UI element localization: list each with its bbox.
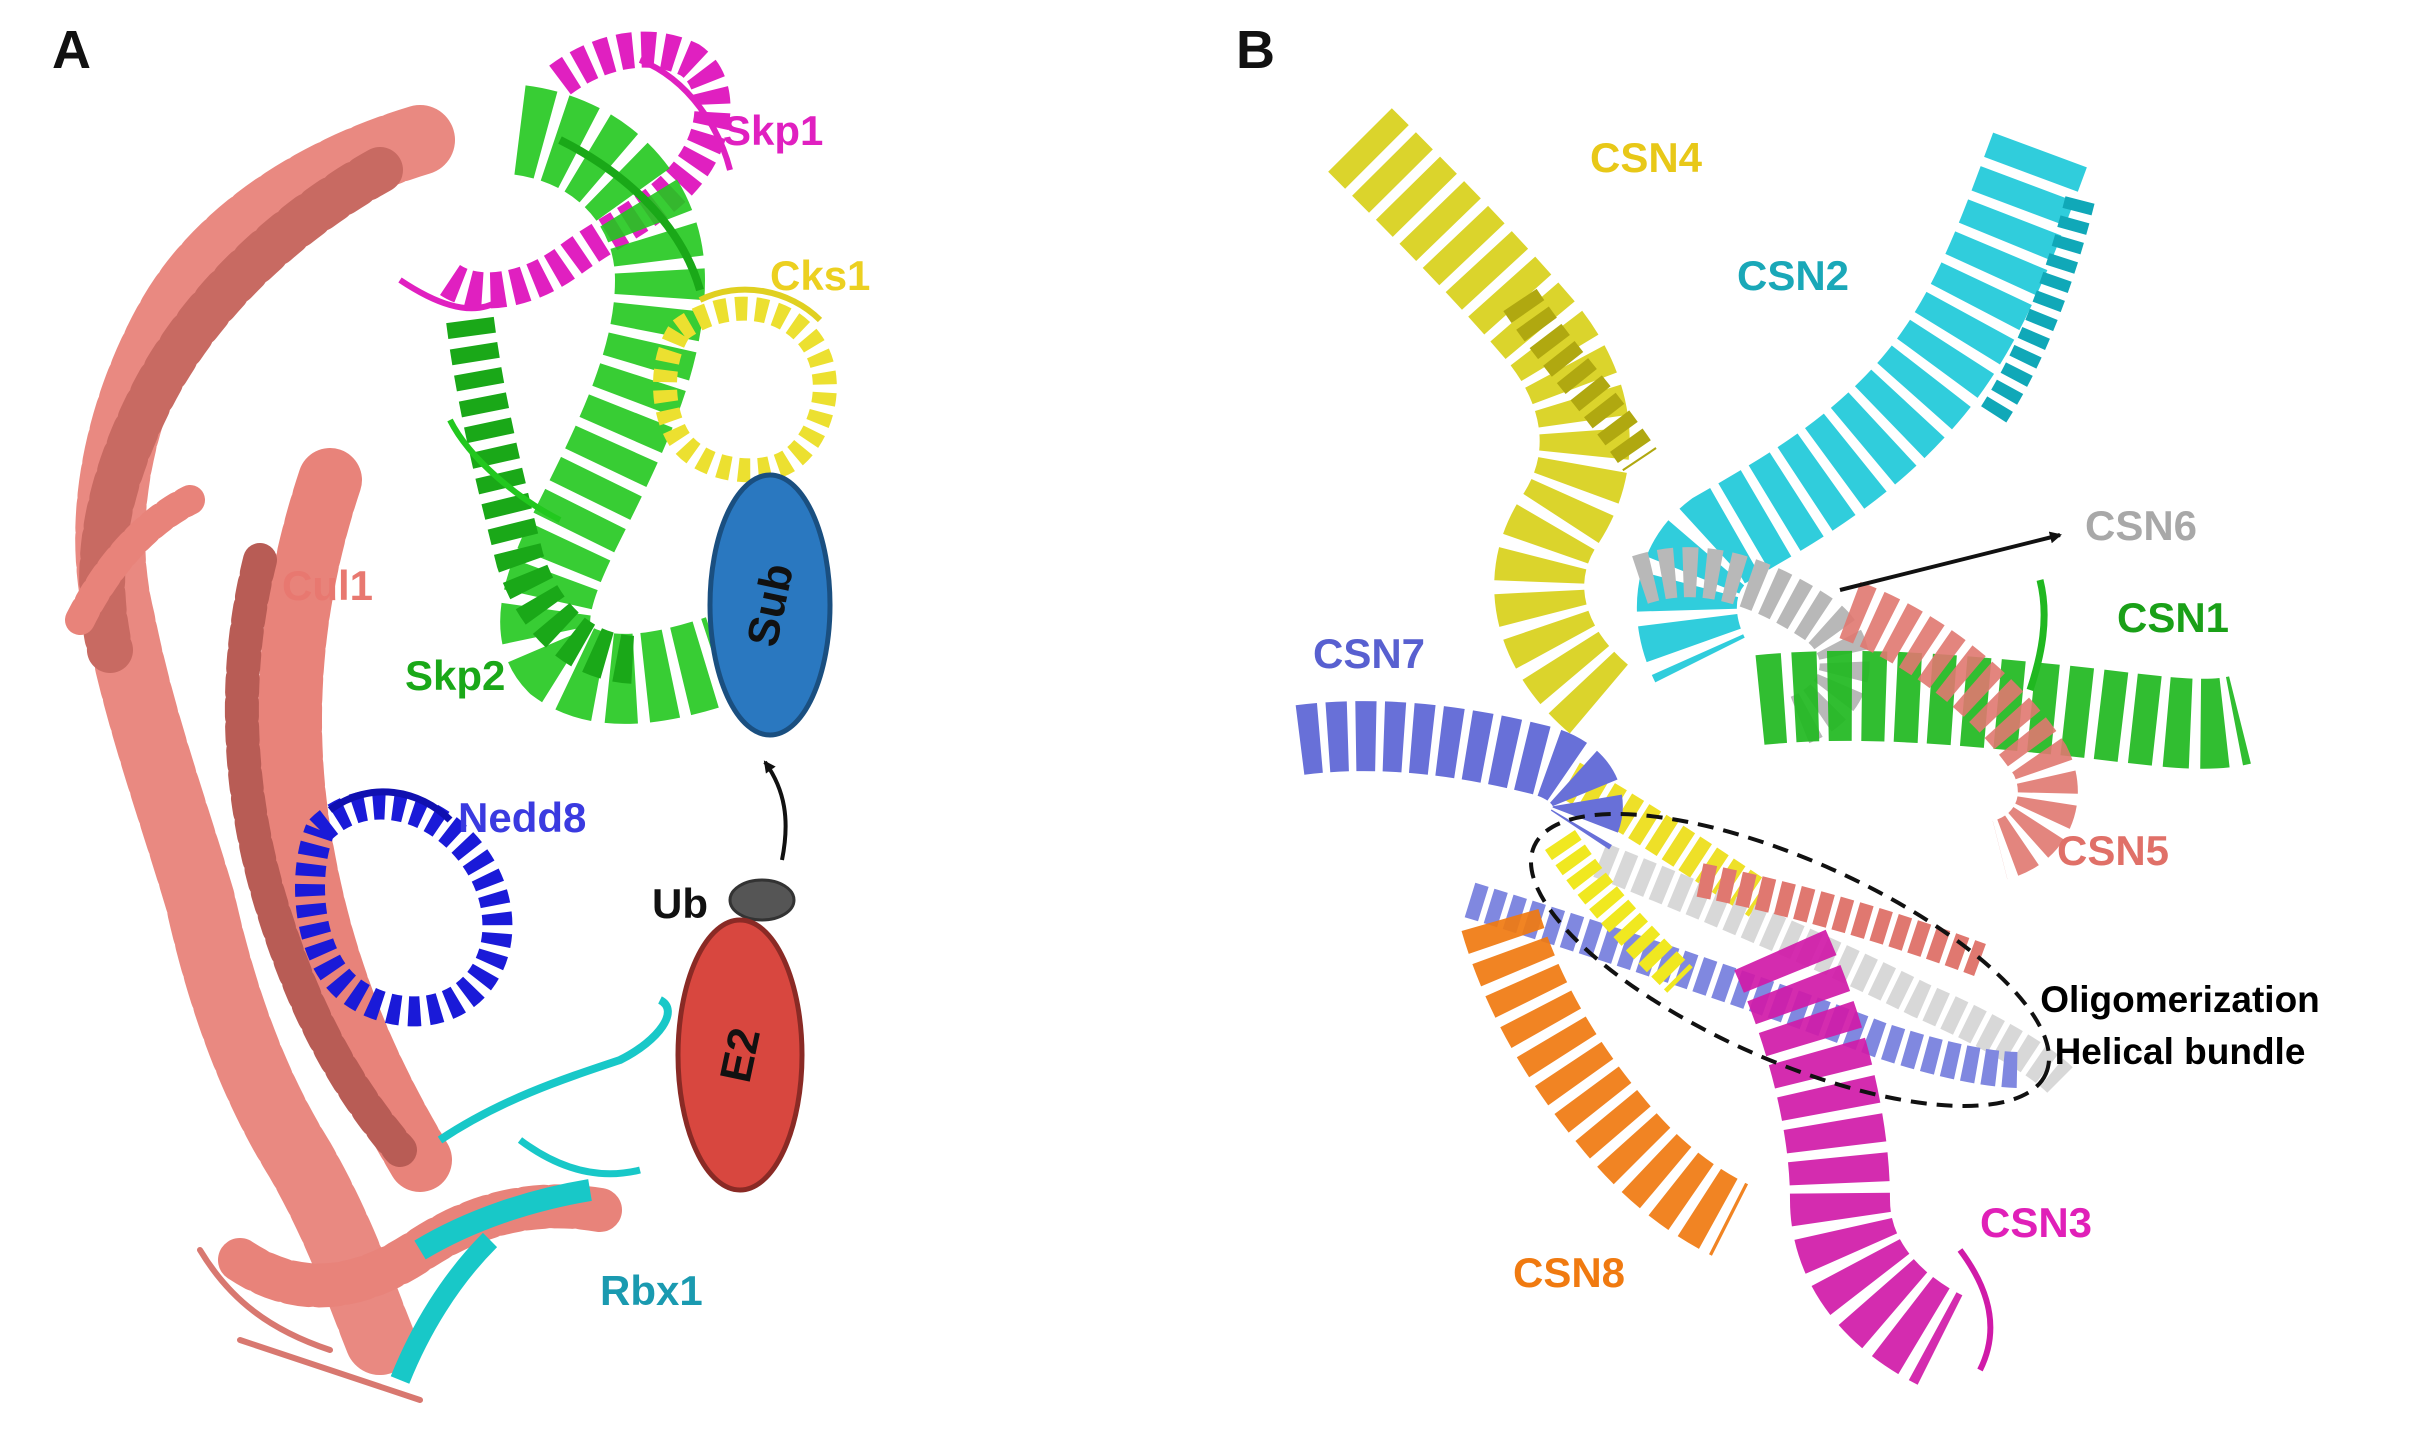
e2-ellipse: E2 [675, 917, 805, 1193]
sub-ellipse: Sub [707, 472, 833, 738]
csn4-label: CSN4 [1590, 134, 1703, 181]
panel-a-letter: A [52, 20, 91, 80]
csn4-bundle-helix [1545, 830, 1693, 993]
csn7-label: CSN7 [1313, 630, 1425, 677]
rbx1-structure [390, 996, 672, 1384]
csn3-structure [1734, 929, 1994, 1385]
csn2-label: CSN2 [1737, 252, 1849, 299]
ub-ellipse [728, 878, 796, 922]
cul1-label: Cul1 [282, 562, 373, 609]
cks1-structure [653, 286, 837, 483]
panel-a: A [52, 20, 870, 1403]
csn8-label: CSN8 [1513, 1249, 1625, 1296]
rbx1-label: Rbx1 [600, 1267, 703, 1314]
cul1-structure [65, 105, 622, 1403]
skp2-structure [446, 85, 735, 724]
cks1-label: Cks1 [770, 252, 870, 299]
csn2-structure [1636, 132, 2095, 683]
skp1-structure [398, 31, 733, 312]
nedd8-label: Nedd8 [458, 794, 586, 841]
oligomerization-ellipse [1528, 812, 2052, 1108]
e2-label: E2 [711, 1024, 770, 1087]
oligomerization-label-line2: Helical bundle [2055, 1031, 2306, 1072]
ub-transfer-arrow [763, 760, 788, 861]
nedd8-structure [295, 788, 513, 1027]
csn6-arrow [1839, 531, 2062, 592]
ub-label: Ub [652, 880, 708, 927]
csn6-label: CSN6 [2085, 502, 2197, 549]
csn5-structure [1696, 581, 2078, 976]
csn5-label: CSN5 [2057, 827, 2169, 874]
skp2-label: Skp2 [405, 652, 505, 699]
panel-b-letter: B [1236, 20, 1275, 80]
csn3-label: CSN3 [1980, 1199, 2092, 1246]
oligomerization-label-line1: Oligomerization [2040, 979, 2320, 1020]
panel-b: B [1236, 20, 2320, 1385]
csn4-structure [1328, 108, 1772, 917]
csn1-label: CSN1 [2117, 594, 2229, 641]
skp1-label: Skp1 [723, 107, 823, 154]
csn1-structure [1755, 579, 2251, 769]
csn8-structure [1461, 908, 1749, 1256]
